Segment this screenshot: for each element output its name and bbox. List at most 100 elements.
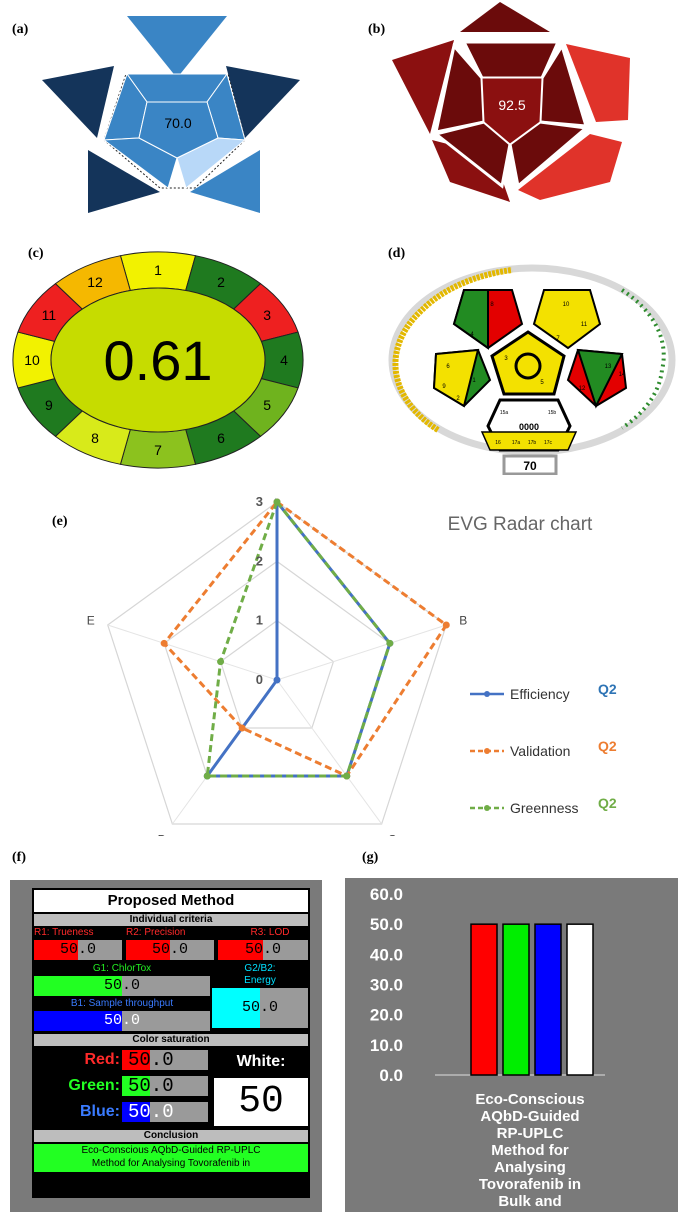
f-g2-bar: 50.0 [212,988,308,1028]
panel-label-b: (b) [368,22,386,37]
radar-tick-0: 0 [256,672,263,687]
f-g1-value: 50.0 [103,977,140,994]
bar-tick-40.0: 40.0 [370,945,403,964]
agree-segment-number-12: 12 [87,274,103,290]
d-score-box [502,454,558,475]
panel-a-star-diagram: 70.0 [42,16,300,213]
f-white-value: 50 [238,1080,284,1123]
radar-spoke-2 [276,679,383,825]
legend-q-validation: Q2 [598,738,617,754]
bar-blue [534,923,562,1076]
b-center-pentagon [481,77,543,145]
radar-tick-3: 3 [256,494,263,509]
radar-point-greenness-4 [217,658,225,666]
bar-xlabel-line-0: Eco-Conscious [475,1091,584,1108]
f-g1-fill [34,976,122,996]
panel-label-g: (g) [362,850,379,865]
legend-label-greenness: Greenness [510,800,578,816]
radar-point-greenness-0 [273,498,281,506]
f-r1-fill [34,940,78,960]
f-r2-bar: 50.0 [126,940,214,960]
panel-f-rgb-model: Proposed Method Individual criteria R1: … [10,880,322,1212]
bar-green [502,923,530,1076]
bar-xlabel-line-2: RP-UPLC [497,1125,564,1142]
b-top-segment [460,2,550,32]
f-red-label: Red: [84,1051,120,1068]
d-small-15a: 15a [500,410,509,416]
d-center-circle [514,352,542,380]
radar-labels: 0123BCDE [87,494,467,836]
agree-score: 0.61 [104,329,213,392]
d-small-17a: 17a [512,440,521,446]
d-green-dashes [620,288,666,430]
f-g2-value: 50.0 [241,999,278,1016]
panel-label-e: (e) [52,514,68,529]
bar-tick-0.0: 0.0 [379,1066,403,1085]
radar-tick-1: 1 [256,613,263,628]
radar-series-greenness [205,498,392,778]
f-conclusion-line2: Method for Analysing Tovorafenib in [91,1158,251,1169]
radar-series-efficiency [204,497,392,778]
d-bottom-strip [480,431,578,451]
bar-axis: 0.010.020.030.040.050.060.0 [370,885,605,1085]
legend-q-greenness: Q2 [598,795,617,811]
d-pent-left-yellow [432,348,480,408]
agree-segment-number-4: 4 [280,352,288,368]
f-white-label: White: [214,1050,308,1074]
radar-spoke-1 [276,624,447,681]
agree-segment-number-5: 5 [263,397,271,413]
a-bottom-left-triangle [88,150,160,213]
legend-marker-validation [484,748,490,754]
d-number-10: 10 [563,302,570,308]
radar-point-validation-1 [442,621,450,629]
agree-segment-number-6: 6 [217,430,225,446]
panel-e-radar-chart: 0123BCDE EVG Radar chart EfficiencyQ2Val… [87,494,617,836]
bar-tick-60.0: 60.0 [370,885,403,904]
radar-axis-label-E: E [87,613,95,627]
bar-white [566,923,594,1076]
bar-tick-50.0: 50.0 [370,915,403,934]
d-yellow-arc [392,267,513,433]
f-r2-fill [126,940,170,960]
panel-label-d: (d) [388,246,406,261]
d-pent-right-green [576,348,624,409]
panel-label-f: (f) [12,850,26,865]
f-blue-label: Blue: [80,1103,120,1120]
legend-label-efficiency: Efficiency [510,686,570,702]
d-number-2: 2 [456,396,460,402]
legend-q-efficiency: Q2 [598,681,617,697]
d-small-16: 16 [495,440,501,446]
a-score: 70.0 [164,115,191,131]
f-r3-bar: 50.0 [218,940,308,960]
a-right-triangle [226,66,300,138]
f-g1-bar: 50.0 [34,976,210,996]
f-title: Proposed Method [34,890,308,912]
f-conclusion-header: Conclusion [34,1130,308,1142]
agree-center [50,287,266,433]
f-g2-fill [212,988,260,1028]
panel-label-c: (c) [28,246,44,261]
f-b1-bar: 50.0 [34,1011,210,1031]
d-number-11: 11 [581,322,588,328]
f-green-label: Green: [68,1077,120,1094]
f-g2-label-1: G2/B2: [244,963,276,974]
radar-grid-ring-3 [107,501,447,825]
radar-point-validation-4 [160,639,168,647]
f-green-swatch [122,1076,150,1096]
f-r3-value: 50.0 [244,941,281,958]
f-blue-box: 50.0 [122,1102,208,1122]
d-score: 70 [523,459,537,473]
bar-marks [470,923,594,1076]
b-left-outer [392,40,454,134]
radar-series-validation [162,499,449,778]
legend-label-validation: Validation [510,743,570,759]
panel-b-star-diagram: 92.5 [392,2,630,202]
d-number-3: 3 [504,356,508,362]
f-b1-fill [34,1011,122,1031]
legend-marker-greenness [484,805,490,811]
f-green-value: 50.0 [128,1075,174,1097]
